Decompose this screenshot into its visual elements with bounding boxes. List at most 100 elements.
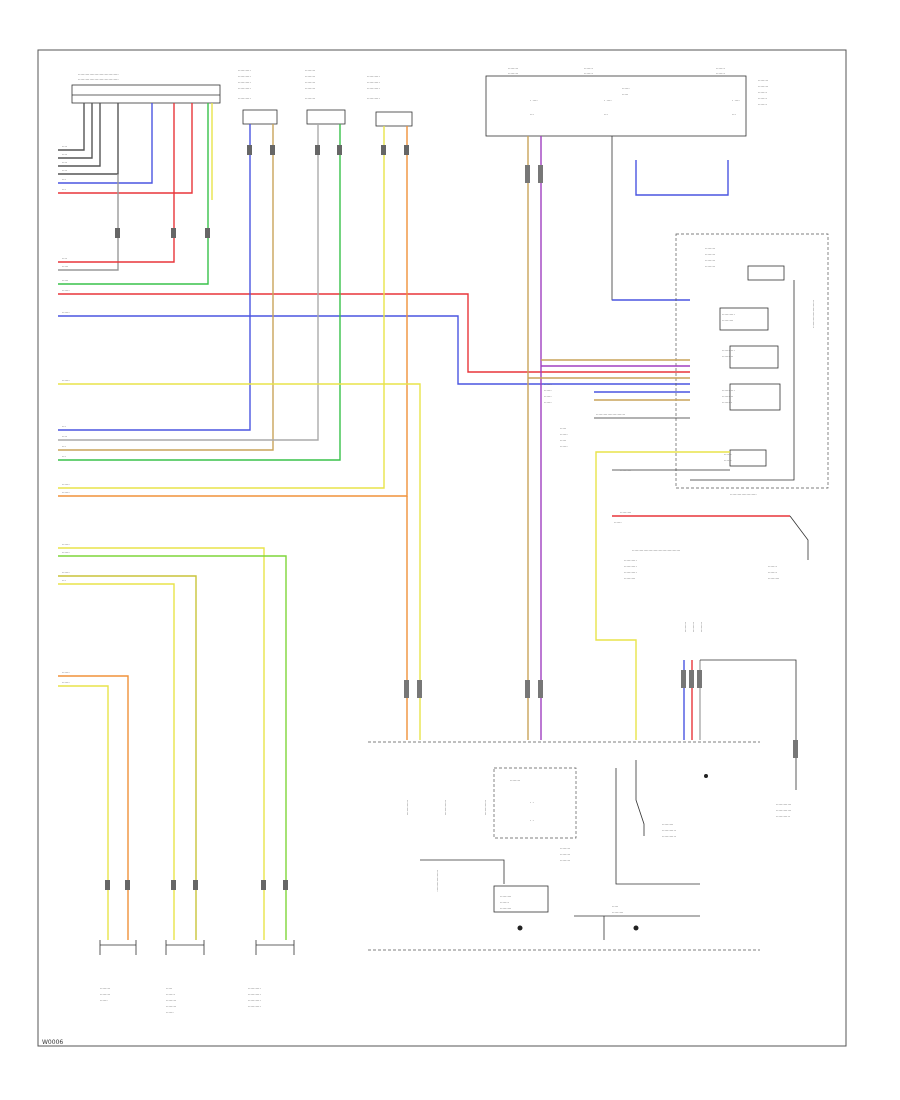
svg-text:·········: ········· bbox=[620, 510, 631, 515]
svg-text:·········: ········· bbox=[624, 576, 635, 581]
connector-drop-wires: ······ ··· ···· ··· ··· ······ ······ bbox=[58, 124, 421, 740]
left-harness-wires: ···· ···· ···· ···· ··· ··· ···· ····· ·… bbox=[58, 103, 213, 285]
svg-text:··········: ·········· bbox=[722, 388, 735, 393]
svg-text:··········: ·········· bbox=[238, 68, 251, 73]
svg-text:·········: ········· bbox=[662, 822, 673, 827]
svg-text:········: ········ bbox=[305, 74, 315, 79]
top-left-connector-group: ································ ·······… bbox=[71, 68, 413, 127]
svg-text:··········: ·········· bbox=[248, 986, 261, 991]
main-harness-connector bbox=[71, 84, 221, 104]
svg-text:········: ········ bbox=[305, 86, 315, 91]
svg-text:············: ············ bbox=[483, 800, 488, 815]
lower-left-sensor-wires: ······ ······ ······ ··· ······ ······ bbox=[58, 542, 288, 940]
svg-text:········: ········ bbox=[705, 264, 715, 269]
svg-text:······: ······ bbox=[100, 998, 108, 1003]
svg-text:······: ······ bbox=[724, 452, 732, 457]
svg-text:······: ······ bbox=[62, 670, 70, 675]
svg-text:········: ········ bbox=[305, 96, 315, 101]
svg-text:············: ············ bbox=[443, 800, 448, 815]
svg-text:···········: ··········· bbox=[662, 828, 676, 833]
svg-text:··········: ·········· bbox=[722, 312, 735, 317]
svg-text:·········: ········· bbox=[500, 906, 511, 911]
svg-text:·······: ······· bbox=[584, 71, 593, 76]
svg-text:···········: ··········· bbox=[776, 814, 790, 819]
svg-text:····: ···· bbox=[62, 434, 67, 439]
svg-text:···: ··· bbox=[62, 177, 66, 182]
svg-text:······························: ································ bbox=[78, 77, 119, 82]
svg-text:·······: ······· bbox=[584, 66, 593, 71]
right-module-area: ········ ········ ········ ········ ····… bbox=[528, 136, 829, 740]
svg-text:········: ········ bbox=[705, 252, 715, 257]
svg-text:·······: ······· bbox=[758, 102, 767, 107]
svg-text:······: ······ bbox=[62, 570, 70, 575]
svg-text:·········: ········· bbox=[620, 468, 631, 473]
connector-b bbox=[242, 109, 278, 125]
svg-text:·····: ····· bbox=[62, 264, 68, 269]
svg-text:·····: ····· bbox=[560, 426, 566, 431]
svg-text:······: ······ bbox=[62, 482, 70, 487]
svg-text:······: ······ bbox=[622, 86, 630, 91]
svg-text:······: ······ bbox=[62, 378, 70, 383]
svg-text:······: ······ bbox=[544, 388, 552, 393]
svg-text:······················: ······················ bbox=[811, 300, 816, 328]
svg-text:········: ········ bbox=[508, 66, 518, 71]
svg-text:·····················: ····················· bbox=[730, 492, 757, 497]
svg-text:·················: ················· bbox=[435, 870, 440, 892]
svg-text:···: ··· bbox=[530, 112, 534, 117]
svg-text:···: ··· bbox=[62, 444, 66, 449]
svg-text:············: ············ bbox=[776, 802, 791, 807]
svg-text:······························: ································ bbox=[78, 72, 119, 77]
svg-text:········: ········ bbox=[305, 68, 315, 73]
svg-text:····: ···· bbox=[62, 152, 67, 157]
sensor-boxes: ········ ········ ······ ····· ······· ·… bbox=[99, 940, 295, 1015]
svg-text:····: ···· bbox=[62, 256, 67, 261]
svg-text:·········: ········· bbox=[722, 318, 733, 323]
svg-text:··········: ·········· bbox=[248, 1004, 261, 1009]
svg-text:········: ········ bbox=[699, 622, 704, 632]
svg-text:········: ········ bbox=[166, 1004, 176, 1009]
svg-text:·······: ······· bbox=[758, 90, 767, 95]
svg-text:······: ······ bbox=[62, 490, 70, 495]
svg-text:·········: ········· bbox=[612, 910, 623, 915]
svg-text:··········: ·········· bbox=[624, 564, 637, 569]
svg-text:····: ···· bbox=[62, 144, 67, 149]
svg-text:········: ········ bbox=[560, 846, 570, 851]
svg-text:·······················: ······················· bbox=[596, 412, 625, 417]
svg-text:·····: ····· bbox=[622, 92, 628, 97]
svg-text:········: ········ bbox=[722, 400, 732, 405]
svg-text:············: ············ bbox=[776, 808, 791, 813]
svg-text:········: ········ bbox=[705, 258, 715, 263]
fuse-relay-box: ········ ········ ······· ······· ······… bbox=[485, 66, 768, 137]
svg-text:····: ···· bbox=[62, 160, 67, 165]
center-drop-wires bbox=[404, 136, 543, 740]
svg-text:··········: ·········· bbox=[367, 96, 380, 101]
svg-text:··········: ·········· bbox=[238, 96, 251, 101]
svg-text:··········: ·········· bbox=[248, 998, 261, 1003]
svg-text:··········: ·········· bbox=[367, 74, 380, 79]
svg-text:·······: ······· bbox=[768, 570, 777, 575]
svg-text:··········: ·········· bbox=[722, 348, 735, 353]
module-dashed-box bbox=[675, 233, 829, 489]
svg-text:······: ······ bbox=[62, 680, 70, 685]
svg-text:······: ······ bbox=[560, 444, 568, 449]
svg-text:···: ··· bbox=[62, 187, 66, 192]
page-code: W0006 bbox=[42, 1039, 63, 1046]
svg-text:···: ··· bbox=[62, 424, 66, 429]
svg-text:·····: ····· bbox=[62, 278, 68, 283]
svg-text:········: ········ bbox=[100, 992, 110, 997]
connector-d bbox=[375, 111, 413, 127]
svg-text:······: ······ bbox=[62, 310, 70, 315]
lower-right-area: ········ ········ ········ ············ … bbox=[368, 622, 798, 951]
svg-text:·········: ········· bbox=[500, 894, 511, 899]
fuse-box-outline bbox=[485, 75, 747, 137]
svg-text:··········: ·········· bbox=[367, 80, 380, 85]
svg-text:·····: ····· bbox=[560, 438, 566, 443]
svg-text:··········: ·········· bbox=[624, 558, 637, 563]
svg-text:········: ········ bbox=[508, 71, 518, 76]
svg-text:··········: ·········· bbox=[238, 86, 251, 91]
svg-text:··········: ·········· bbox=[624, 570, 637, 575]
svg-text:· ····: · ···· bbox=[604, 98, 612, 103]
svg-text:·····: ····· bbox=[166, 986, 172, 991]
svg-text:·······: ······· bbox=[716, 71, 725, 76]
